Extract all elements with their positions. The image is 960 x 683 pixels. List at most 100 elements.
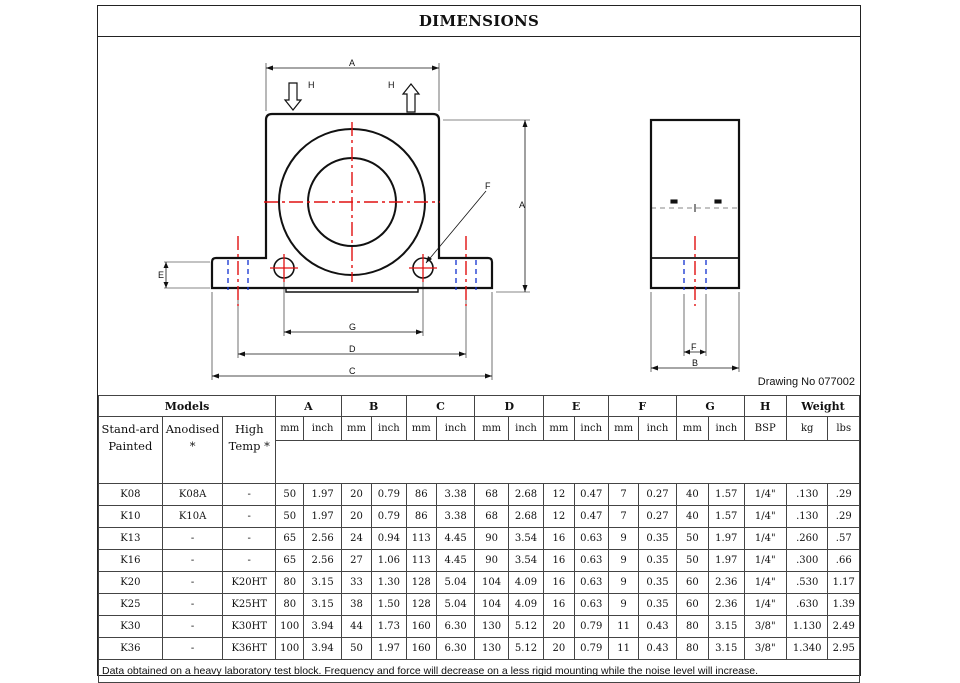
unit-mm: mm <box>340 415 373 442</box>
table-cell: 5.04 <box>435 571 476 594</box>
table-cell: 60 <box>675 571 710 594</box>
label-h-left: H <box>308 80 315 90</box>
table-cell: 3.38 <box>435 483 476 506</box>
unit-inch: inch <box>708 415 745 442</box>
table-cell: 60 <box>675 593 710 616</box>
table-cell: - <box>161 637 224 660</box>
table-cell: 4.45 <box>435 549 476 572</box>
table-cell: K13 <box>98 527 163 550</box>
table-cell: 11 <box>607 637 640 660</box>
table-cell: 1.97 <box>371 637 407 660</box>
header-a: A <box>275 395 342 417</box>
table-cell: - <box>161 571 224 594</box>
unit-inch: inch <box>371 415 407 442</box>
table-cell: - <box>222 505 277 528</box>
unit-inch: inch <box>507 415 545 442</box>
table-cell: 3/8" <box>743 615 787 638</box>
table-cell: 1.97 <box>708 527 745 550</box>
subheader-standard: Stand-ard Painted <box>98 416 163 484</box>
table-cell: 1/4" <box>743 483 787 506</box>
table-cell: .530 <box>785 571 829 594</box>
table-cell: .66 <box>827 549 860 572</box>
table-cell: 5.12 <box>507 615 545 638</box>
label-a-side: A <box>519 200 525 210</box>
table-cell: 50 <box>340 637 373 660</box>
table-cell: 4.09 <box>507 593 545 616</box>
table-cell: 86 <box>405 483 437 506</box>
table-cell: 2.68 <box>507 483 545 506</box>
table-cell: 9 <box>607 571 640 594</box>
dimensions-sheet: DIMENSIONS <box>97 5 861 683</box>
label-e: E <box>158 270 164 280</box>
table-cell: 20 <box>543 615 575 638</box>
table-cell: .29 <box>827 483 860 506</box>
table-cell: 86 <box>405 505 437 528</box>
table-cell: 3.54 <box>507 549 545 572</box>
table-cell: 1.130 <box>785 615 829 638</box>
table-cell: 1.73 <box>371 615 407 638</box>
table-cell: .57 <box>827 527 860 550</box>
table-cell: 3.38 <box>435 505 476 528</box>
table-cell: 90 <box>474 549 509 572</box>
header-f: F <box>607 395 677 417</box>
label-g: G <box>349 322 356 332</box>
table-cell: 100 <box>275 637 305 660</box>
table-cell: 11 <box>607 615 640 638</box>
subheader-hightemp: High Temp * <box>222 416 277 484</box>
table-cell: 1/4" <box>743 505 787 528</box>
unit-inch: inch <box>303 415 342 442</box>
table-cell: 2.68 <box>507 505 545 528</box>
table-cell: 80 <box>675 637 710 660</box>
table-cell: 5.04 <box>435 593 476 616</box>
table-cell: K30 <box>98 615 163 638</box>
table-cell: 50 <box>275 483 305 506</box>
table-cell: 2.56 <box>303 527 342 550</box>
table-cell: 0.43 <box>638 615 677 638</box>
table-cell: 3.15 <box>708 615 745 638</box>
unit-inch: inch <box>573 415 609 442</box>
table-cell: 0.47 <box>573 505 609 528</box>
table-cell: 4.09 <box>507 571 545 594</box>
label-h-right: H <box>388 80 395 90</box>
table-cell: 3.15 <box>303 593 342 616</box>
unit-bsp: BSP <box>743 415 787 442</box>
table-cell: 1.57 <box>708 505 745 528</box>
table-cell: 1.17 <box>827 571 860 594</box>
header-e: E <box>543 395 609 417</box>
table-cell: K25HT <box>222 593 277 616</box>
table-cell: 68 <box>474 505 509 528</box>
table-cell: 0.47 <box>573 483 609 506</box>
table-cell: 6.30 <box>435 637 476 660</box>
header-models: Models <box>97 395 277 417</box>
table-cell: 0.27 <box>638 483 677 506</box>
table-cell: 50 <box>275 505 305 528</box>
table-cell: 80 <box>275 571 305 594</box>
header-b: B <box>340 395 407 417</box>
table-cell: 4.45 <box>435 527 476 550</box>
table-cell: K08A <box>161 483 224 506</box>
table-cell: 50 <box>675 527 710 550</box>
table-cell: 7 <box>607 505 640 528</box>
table-cell: 0.27 <box>638 505 677 528</box>
table-cell: K08 <box>98 483 163 506</box>
table-cell: 160 <box>405 615 437 638</box>
table-cell: .130 <box>785 483 829 506</box>
unit-mm: mm <box>405 415 437 442</box>
table-cell: - <box>161 615 224 638</box>
table-cell: 2.56 <box>303 549 342 572</box>
table-cell: 0.35 <box>638 593 677 616</box>
table-cell: 1.39 <box>827 593 860 616</box>
header-g: G <box>675 395 745 417</box>
table-cell: 65 <box>275 527 305 550</box>
table-cell: 0.35 <box>638 527 677 550</box>
header-c: C <box>405 395 476 417</box>
table-cell: 0.79 <box>573 615 609 638</box>
label-f-side: F <box>691 342 697 352</box>
table-cell: 0.79 <box>371 483 407 506</box>
table-cell: 5.12 <box>507 637 545 660</box>
table-cell: 1.57 <box>708 483 745 506</box>
table-cell: 1/4" <box>743 549 787 572</box>
